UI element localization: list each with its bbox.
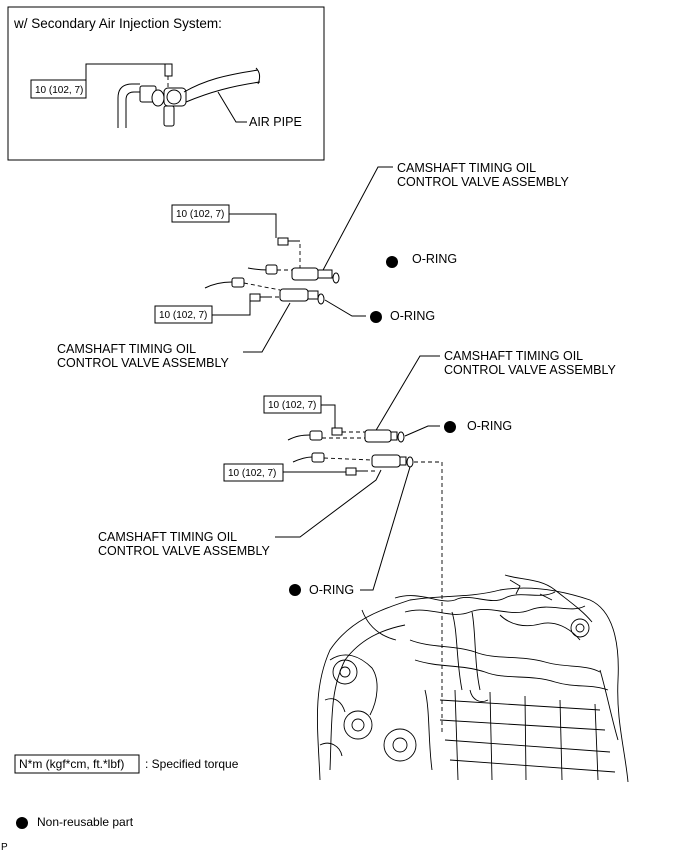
lower-valve-group: CAMSHAFT TIMING OIL CONTROL VALVE ASSEMB… (98, 349, 616, 735)
inset-torque-label: 10 (102, 7) (35, 85, 83, 96)
upper-oring-bottom-nonreusable-icon (370, 311, 382, 323)
lower-torque-top-label: 10 (102, 7) (268, 400, 316, 411)
lower-valve-label-line1: CAMSHAFT TIMING OIL (444, 349, 583, 363)
upper-valve2-label-line1: CAMSHAFT TIMING OIL (57, 342, 196, 356)
legend: N*m (kgf*cm, ft.*lbf) : Specified torque… (14, 754, 239, 829)
air-pipe-label: AIR PIPE (249, 115, 302, 129)
legend-torque-unit: N*m (kgf*cm, ft.*lbf) (19, 757, 124, 771)
upper-valve-group: CAMSHAFT TIMING OIL CONTROL VALVE ASSEMB… (57, 161, 569, 370)
lower-oring-top-label: O-RING (467, 419, 512, 433)
lower-valve2-label-line2: CONTROL VALVE ASSEMBLY (98, 544, 270, 558)
upper-oring-top-label: O-RING (412, 252, 457, 266)
upper-oring-bottom-label: O-RING (390, 309, 435, 323)
upper-valve-label-line1: CAMSHAFT TIMING OIL (397, 161, 536, 175)
lower-oring-bottom-nonreusable-icon (289, 584, 301, 596)
lower-valve2-label-line1: CAMSHAFT TIMING OIL (98, 530, 237, 544)
legend-nonreusable-icon (16, 817, 28, 829)
lower-torque-bottom-label: 10 (102, 7) (228, 468, 276, 479)
engine-illustration (316, 574, 629, 783)
upper-torque-bottom-label: 10 (102, 7) (159, 310, 207, 321)
upper-torque-top-label: 10 (102, 7) (176, 209, 224, 220)
air-pipe-drawing (117, 63, 261, 128)
lower-valve-label-line2: CONTROL VALVE ASSEMBLY (444, 363, 616, 377)
legend-torque-box (14, 754, 140, 774)
corner-mark: P (1, 842, 8, 852)
legend-torque-desc: : Specified torque (145, 757, 239, 771)
upper-valve2-label-line2: CONTROL VALVE ASSEMBLY (57, 356, 229, 370)
legend-nonreusable-desc: Non-reusable part (37, 815, 134, 829)
inset-title: w/ Secondary Air Injection System: (13, 16, 222, 31)
lower-oring-bottom-label: O-RING (309, 583, 354, 597)
secondary-air-inset: w/ Secondary Air Injection System: 10 (1… (7, 6, 325, 161)
upper-oring-top-nonreusable-icon (386, 256, 398, 268)
lower-oring-top-nonreusable-icon (444, 421, 456, 433)
upper-valve-label-line2: CONTROL VALVE ASSEMBLY (397, 175, 569, 189)
